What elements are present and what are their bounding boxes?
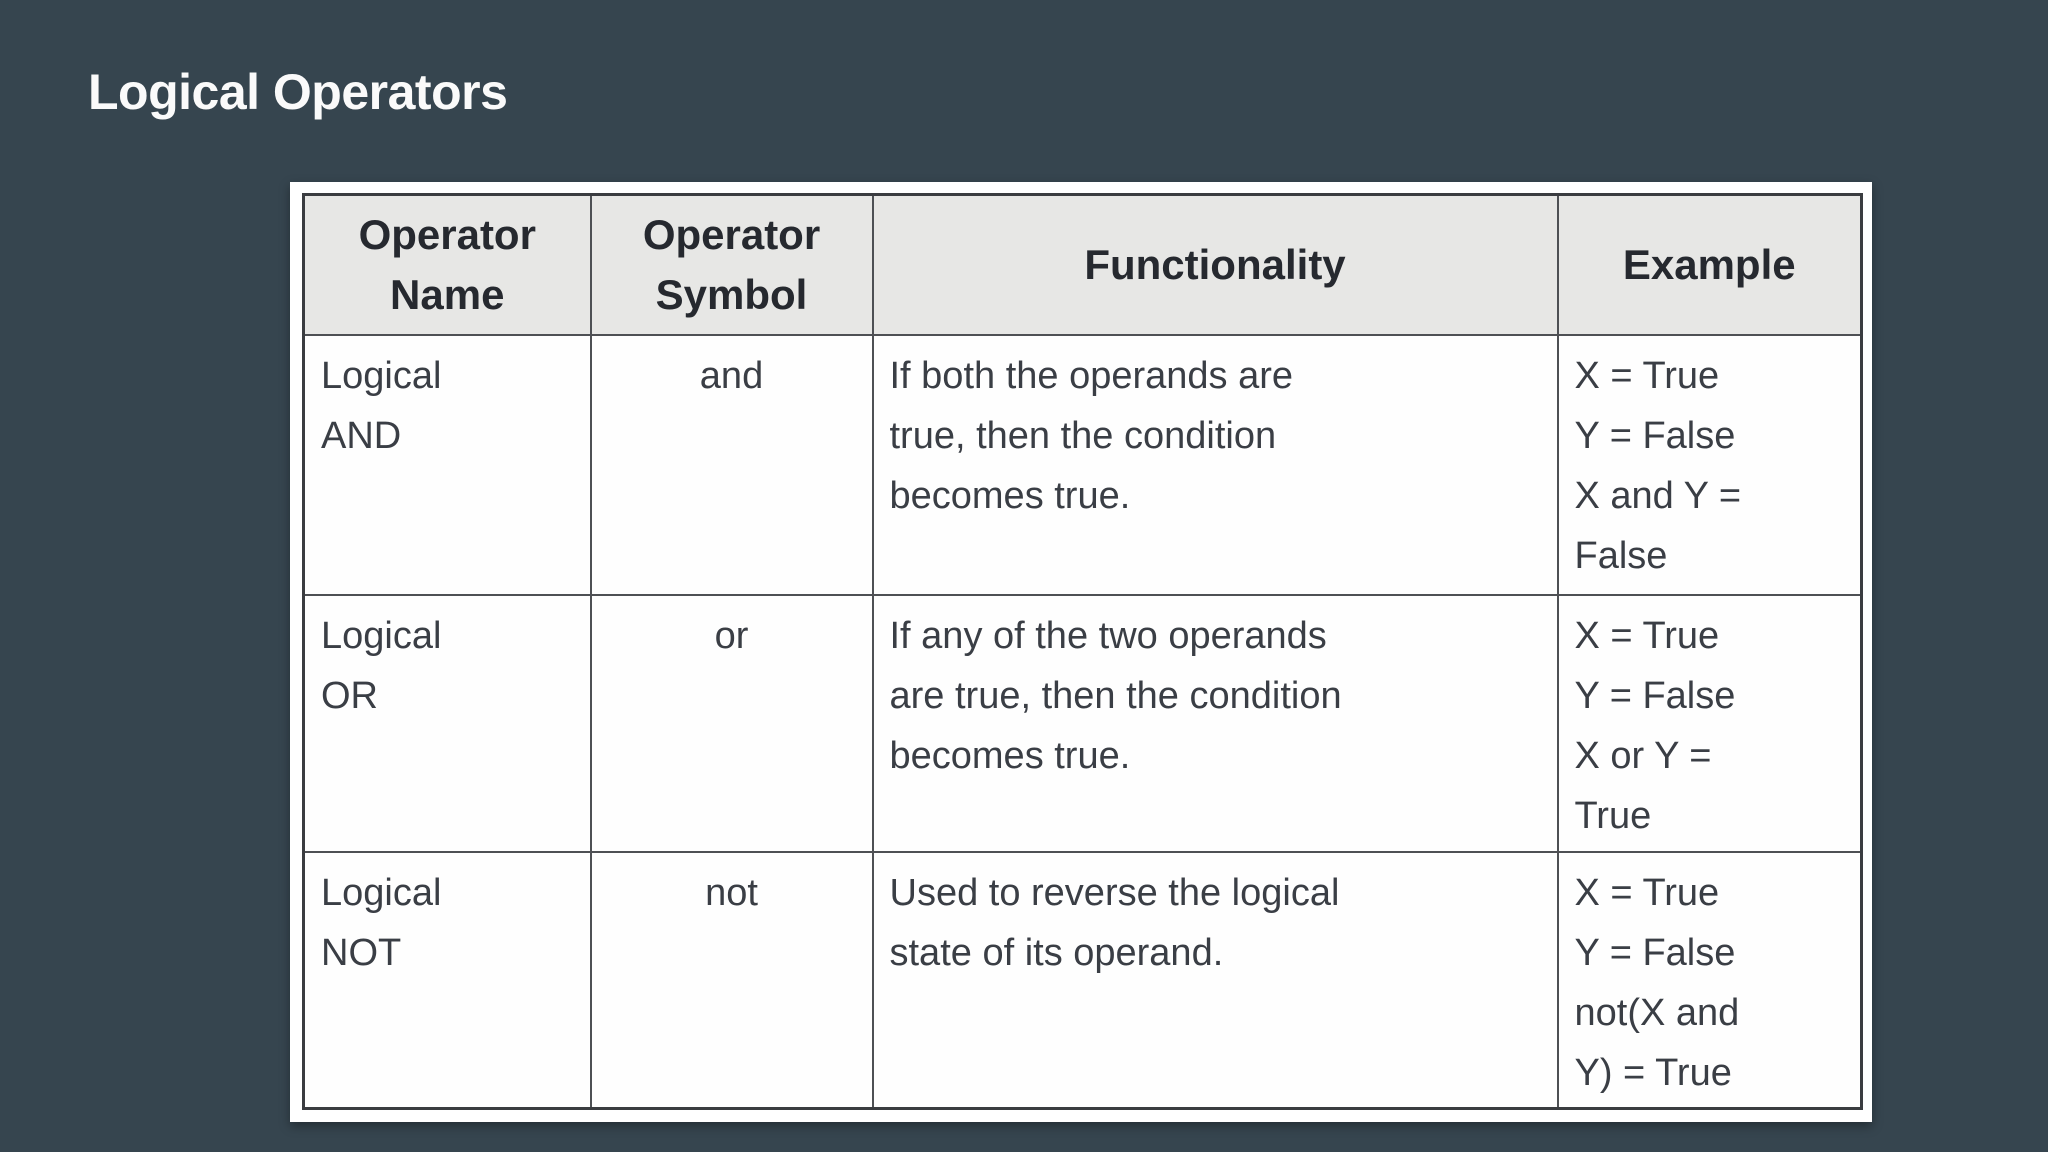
text-line: If both the operands are bbox=[889, 354, 1294, 397]
column-header-operator-name: Operator Name bbox=[302, 193, 592, 336]
cell-operator-symbol: not bbox=[589, 850, 874, 1109]
header-line: Operator bbox=[358, 210, 536, 258]
text-line: Logical bbox=[321, 354, 442, 397]
text-line: true, then the condition bbox=[889, 414, 1277, 457]
text-line: Y) = True bbox=[1574, 1051, 1732, 1094]
cell-functionality: If any of the two operands are true, the… bbox=[871, 593, 1559, 853]
text-line: not(X and bbox=[1574, 991, 1740, 1034]
cell-operator-symbol: and bbox=[589, 333, 874, 596]
text-line: X = True bbox=[1574, 354, 1720, 397]
cell-example: X = True Y = False not(X and Y) = True bbox=[1556, 850, 1863, 1109]
column-header-operator-symbol: Operator Symbol bbox=[589, 193, 874, 336]
text-line: Y = False bbox=[1574, 414, 1736, 457]
cell-example: X = True Y = False X and Y = False bbox=[1556, 333, 1863, 596]
page-title: Logical Operators bbox=[88, 64, 508, 120]
text-line: AND bbox=[321, 414, 402, 457]
text-line: NOT bbox=[321, 931, 402, 974]
cell-operator-name: Logical OR bbox=[302, 593, 592, 853]
text-line: and bbox=[699, 354, 764, 397]
cell-operator-name: Logical AND bbox=[302, 333, 592, 596]
text-line: or bbox=[714, 614, 749, 657]
cell-functionality: If both the operands are true, then the … bbox=[871, 333, 1559, 596]
text-line: Logical bbox=[321, 614, 442, 657]
table-frame: Operator Name Operator Symbol Functional… bbox=[290, 182, 1872, 1122]
text-line: becomes true. bbox=[889, 474, 1131, 517]
text-line: X = True bbox=[1574, 614, 1720, 657]
table-row-logical-and: Logical AND and If both the operands are… bbox=[302, 333, 1863, 596]
text-line: state of its operand. bbox=[889, 931, 1224, 974]
header-line: Functionality bbox=[1084, 240, 1346, 288]
text-line: X = True bbox=[1574, 871, 1720, 914]
header-line: Symbol bbox=[655, 270, 808, 318]
header-line: Operator bbox=[642, 210, 821, 258]
column-header-example: Example bbox=[1556, 193, 1863, 336]
cell-example: X = True Y = False X or Y = True bbox=[1556, 593, 1863, 853]
table-row-logical-not: Logical NOT not Used to reverse the logi… bbox=[302, 850, 1863, 1109]
text-line: OR bbox=[321, 674, 378, 717]
text-line: not bbox=[705, 871, 758, 914]
text-line: X and Y = bbox=[1574, 474, 1742, 517]
text-line: becomes true. bbox=[889, 734, 1131, 777]
header-line: Name bbox=[390, 270, 505, 318]
text-line: False bbox=[1574, 534, 1668, 577]
table-row-logical-or: Logical OR or If any of the two operands… bbox=[302, 593, 1863, 853]
logical-operators-table: Operator Name Operator Symbol Functional… bbox=[302, 193, 1863, 1110]
text-line: Y = False bbox=[1574, 674, 1736, 717]
header-row: Operator Name Operator Symbol Functional… bbox=[302, 193, 1863, 336]
text-line: Logical bbox=[321, 871, 442, 914]
header-line: Example bbox=[1622, 240, 1796, 288]
text-line: If any of the two operands bbox=[889, 614, 1327, 657]
cell-functionality: Used to reverse the logical state of its… bbox=[871, 850, 1559, 1109]
text-line: Used to reverse the logical bbox=[889, 871, 1340, 914]
text-line: are true, then the condition bbox=[889, 674, 1342, 717]
cell-operator-name: Logical NOT bbox=[302, 850, 592, 1109]
text-line: X or Y = bbox=[1574, 734, 1712, 777]
text-line: Y = False bbox=[1574, 931, 1736, 974]
column-header-functionality: Functionality bbox=[871, 193, 1559, 336]
cell-operator-symbol: or bbox=[589, 593, 874, 853]
text-line: True bbox=[1574, 794, 1652, 837]
